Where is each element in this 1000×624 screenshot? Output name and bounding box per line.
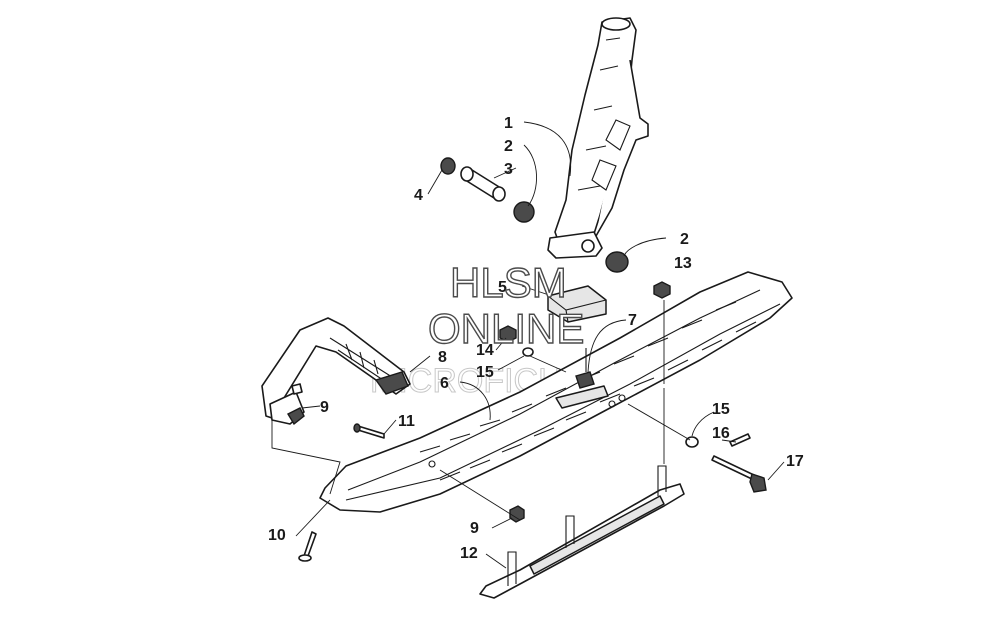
callout-16: 16: [712, 425, 730, 442]
callout-11: 11: [398, 413, 415, 430]
callout-17: 17: [786, 453, 804, 470]
callout-12: 12: [460, 545, 478, 562]
callout-8: 8: [438, 349, 447, 366]
callout-7: 7: [628, 312, 637, 329]
screw-11-part: [353, 423, 385, 439]
bolt-17-part: [711, 455, 767, 493]
callout-labels: 1 2 3 4 2 13 5 7 14 15 8 6 9 11 15 16 17…: [268, 115, 804, 562]
bushing-parts: [440, 157, 629, 273]
callout-2-right: 2: [680, 231, 689, 248]
nut-9-lower-part: [509, 505, 525, 523]
ski-part: [319, 271, 793, 513]
wear-bar-part: [479, 465, 685, 599]
callout-3: 3: [504, 161, 513, 178]
watermark-hlsm: HLSM: [450, 259, 567, 306]
cap-part: [269, 383, 305, 426]
bolt-7-part: [575, 348, 595, 389]
watermark-online: ONLINE: [428, 305, 584, 352]
callout-9-lower: 9: [470, 520, 479, 537]
callout-10: 10: [268, 527, 286, 544]
spindle-part: [547, 17, 649, 259]
screw-10-part: [298, 531, 317, 562]
washer-15-left-part: [522, 347, 534, 357]
callout-14: 14: [476, 342, 494, 359]
pin-16-part: [729, 433, 751, 447]
nut-13-part: [653, 281, 671, 299]
callout-9-upper: 9: [320, 399, 329, 416]
callout-2-upper: 2: [504, 138, 513, 155]
leader-lines: [271, 121, 785, 569]
callout-6: 6: [440, 375, 449, 392]
saddle-part: [547, 285, 607, 323]
callout-5: 5: [498, 279, 507, 296]
callout-4: 4: [414, 187, 423, 204]
callout-13: 13: [674, 255, 692, 272]
callout-1: 1: [504, 115, 513, 132]
nut-14-part: [499, 325, 517, 343]
callout-15-left: 15: [476, 364, 494, 381]
callout-15-right: 15: [712, 401, 730, 418]
watermark: HLSM ONLINE: [427, 258, 585, 352]
